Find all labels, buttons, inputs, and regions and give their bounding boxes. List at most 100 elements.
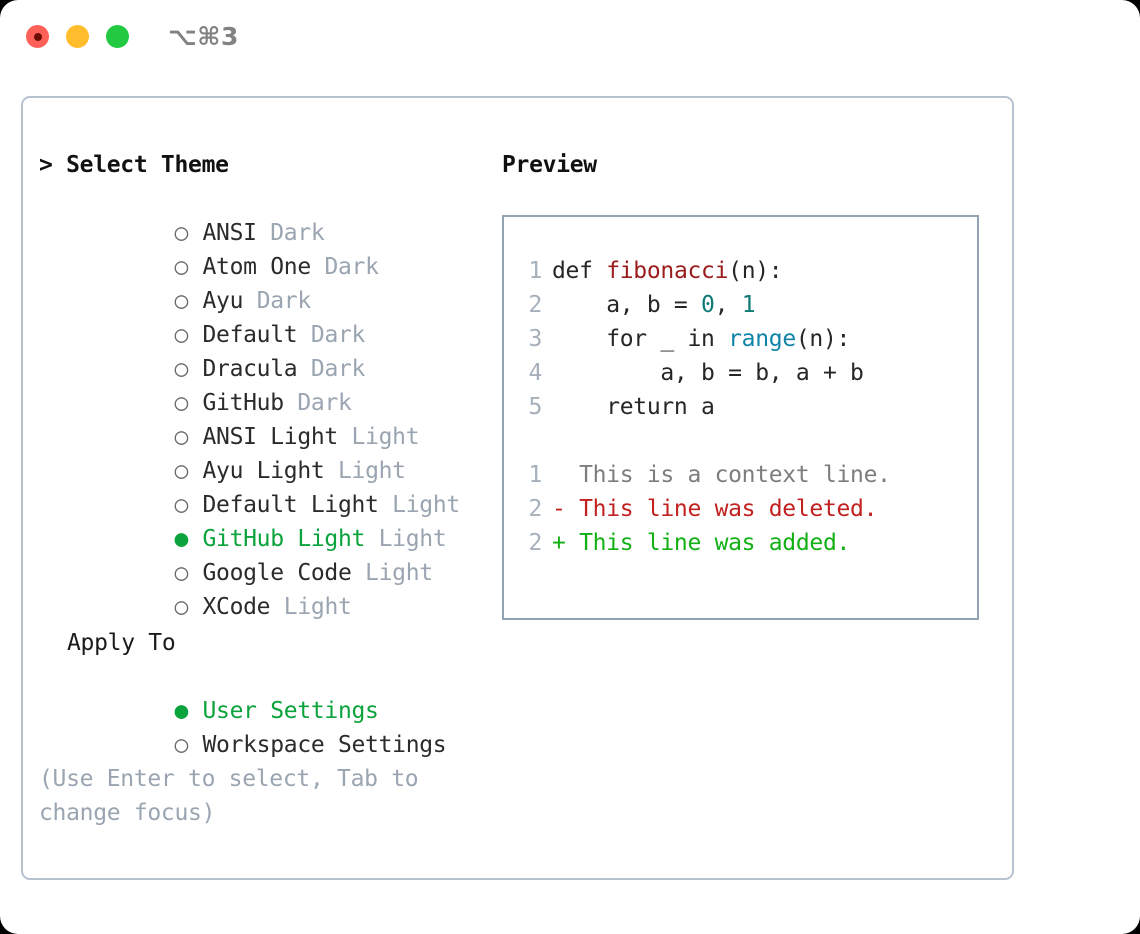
radio-unselected-icon: ○ — [174, 288, 189, 314]
theme-option-label: ANSI Light — [202, 424, 338, 450]
theme-option-label: Google Code — [202, 560, 352, 586]
radio-selected-icon: ● — [174, 526, 189, 552]
code-text: return a — [552, 394, 715, 420]
close-window-button[interactable] — [26, 25, 49, 48]
code-line: 1 def fibonacci(n): — [504, 254, 977, 288]
theme-option-label: Default — [202, 322, 298, 348]
radio-unselected-icon: ○ — [174, 732, 189, 758]
diff-line-context: 1 This is a context line. — [504, 458, 977, 492]
theme-option-kind: Dark — [310, 322, 366, 348]
theme-option-github-light[interactable]: ● GitHub Light Light — [39, 488, 489, 552]
radio-unselected-icon: ○ — [174, 424, 189, 450]
theme-option-label: Ayu Light — [202, 458, 325, 484]
theme-option-kind: Light — [337, 458, 406, 484]
code-token-number: 0 — [701, 292, 715, 318]
code-text: , — [714, 292, 742, 318]
theme-option-ansi-light[interactable]: ○ ANSI Light Light — [39, 386, 489, 450]
radio-unselected-icon: ○ — [174, 220, 189, 246]
minimize-window-button[interactable] — [66, 25, 89, 48]
theme-option-label: Atom One — [202, 254, 311, 280]
code-line: 5 return a — [504, 390, 977, 424]
line-number: 5 — [528, 394, 542, 420]
diff-text: This is a context line. — [552, 462, 891, 488]
code-text: def — [552, 258, 607, 284]
code-line: 3 for _ in range(n): — [504, 322, 977, 356]
theme-selection-column: > Select Theme ○ ANSI Dark ○ Atom One Dark… — [39, 148, 489, 830]
line-number: 2 — [528, 292, 542, 318]
theme-option-dracula-dark[interactable]: ○ Dracula Dark — [39, 318, 489, 382]
line-number: 1 — [528, 258, 542, 284]
traffic-light-buttons — [26, 25, 129, 48]
code-line: 2 a, b = 0, 1 — [504, 288, 977, 322]
radio-unselected-icon: ○ — [174, 356, 189, 382]
keyboard-hint-line-2: change focus) — [39, 800, 216, 826]
theme-option-label: XCode — [202, 594, 271, 620]
code-text: a, b = — [552, 292, 702, 318]
code-text: a, b = b, a + b — [552, 360, 864, 386]
line-number: 2 — [528, 530, 542, 556]
theme-option-kind: Dark — [310, 356, 366, 382]
radio-unselected-icon: ○ — [174, 322, 189, 348]
radio-unselected-icon: ○ — [174, 390, 189, 416]
code-token-function: fibonacci — [606, 258, 729, 284]
apply-to-option-user-settings[interactable]: ● User Settings — [39, 660, 489, 724]
code-text: for _ in — [552, 326, 729, 352]
theme-option-default-light[interactable]: ○ Default Light Light — [39, 454, 489, 518]
keyboard-hint: (Use Enter to select, Tab to change focu… — [39, 762, 449, 830]
title-bar: ⌥⌘3 — [0, 0, 1140, 78]
theme-option-label: GitHub Light — [202, 526, 366, 552]
theme-option-label: ANSI — [202, 220, 257, 246]
theme-option-kind: Dark — [270, 220, 325, 246]
apply-to-option-label: Workspace Settings — [202, 732, 447, 758]
apply-to-option-label: User Settings — [202, 698, 379, 724]
theme-option-atom-one-dark[interactable]: ○ Atom One Dark — [39, 216, 489, 280]
theme-option-kind: Dark — [324, 254, 379, 280]
code-token-builtin: range — [728, 326, 796, 352]
radio-unselected-icon: ○ — [174, 458, 189, 484]
theme-list: ○ ANSI Dark ○ Atom One Dark ○Ayu Dark ○ Def… — [39, 182, 489, 620]
theme-option-ayu-light[interactable]: ○ Ayu Light Light — [39, 420, 489, 484]
theme-option-github-dark[interactable]: ○ GitHub Dark — [39, 352, 489, 416]
theme-option-kind: Dark — [297, 390, 352, 416]
radio-unselected-icon: ○ — [174, 492, 189, 518]
theme-option-kind: Light — [378, 526, 447, 552]
theme-option-xcode[interactable]: ○ XCode Light — [39, 556, 489, 620]
theme-option-label: Default Light — [202, 492, 379, 518]
keyboard-hint-line-1: (Use Enter to select, Tab to — [39, 766, 419, 792]
apply-to-heading: Apply To — [67, 630, 176, 656]
apply-to-list: ● User Settings ○ Workspace Settings — [39, 660, 489, 758]
code-line: 4 a, b = b, a + b — [504, 356, 977, 390]
line-number: 4 — [528, 360, 542, 386]
code-text: (n): — [728, 258, 783, 284]
preview-heading: Preview — [502, 152, 597, 178]
diff-sample: 1 This is a context line. 2 - This line w… — [504, 458, 977, 560]
radio-selected-icon: ● — [174, 698, 189, 724]
line-number: 3 — [528, 326, 542, 352]
keyboard-shortcut-label: ⌥⌘3 — [168, 22, 239, 51]
maximize-window-button[interactable] — [106, 25, 129, 48]
main-panel: > Select Theme ○ ANSI Dark ○ Atom One Dark… — [21, 96, 1014, 880]
radio-unselected-icon: ○ — [174, 594, 189, 620]
line-number: 2 — [528, 496, 542, 522]
theme-option-google-code[interactable]: ○Google Code Light — [39, 522, 489, 586]
theme-option-kind: Light — [392, 492, 460, 518]
theme-option-kind: Light — [351, 424, 420, 450]
line-number: 1 — [528, 462, 542, 488]
code-token-number: 1 — [741, 292, 756, 318]
theme-option-ansi-dark[interactable]: ○ ANSI Dark — [39, 182, 489, 246]
code-diff-separator — [504, 424, 977, 458]
theme-option-label: GitHub — [202, 390, 284, 416]
theme-option-default-dark[interactable]: ○ Default Dark — [39, 284, 489, 348]
diff-text: - This line was deleted. — [552, 496, 878, 522]
select-theme-heading: > Select Theme — [39, 152, 229, 178]
diff-line-added: 2+ This line was added. — [504, 526, 977, 560]
theme-option-label: Dracula — [202, 356, 298, 382]
code-text: (n): — [795, 326, 851, 352]
theme-option-kind: Light — [365, 560, 433, 586]
apply-to-option-workspace-settings[interactable]: ○ Workspace Settings — [39, 694, 489, 758]
theme-option-ayu-dark[interactable]: ○Ayu Dark — [39, 250, 489, 314]
